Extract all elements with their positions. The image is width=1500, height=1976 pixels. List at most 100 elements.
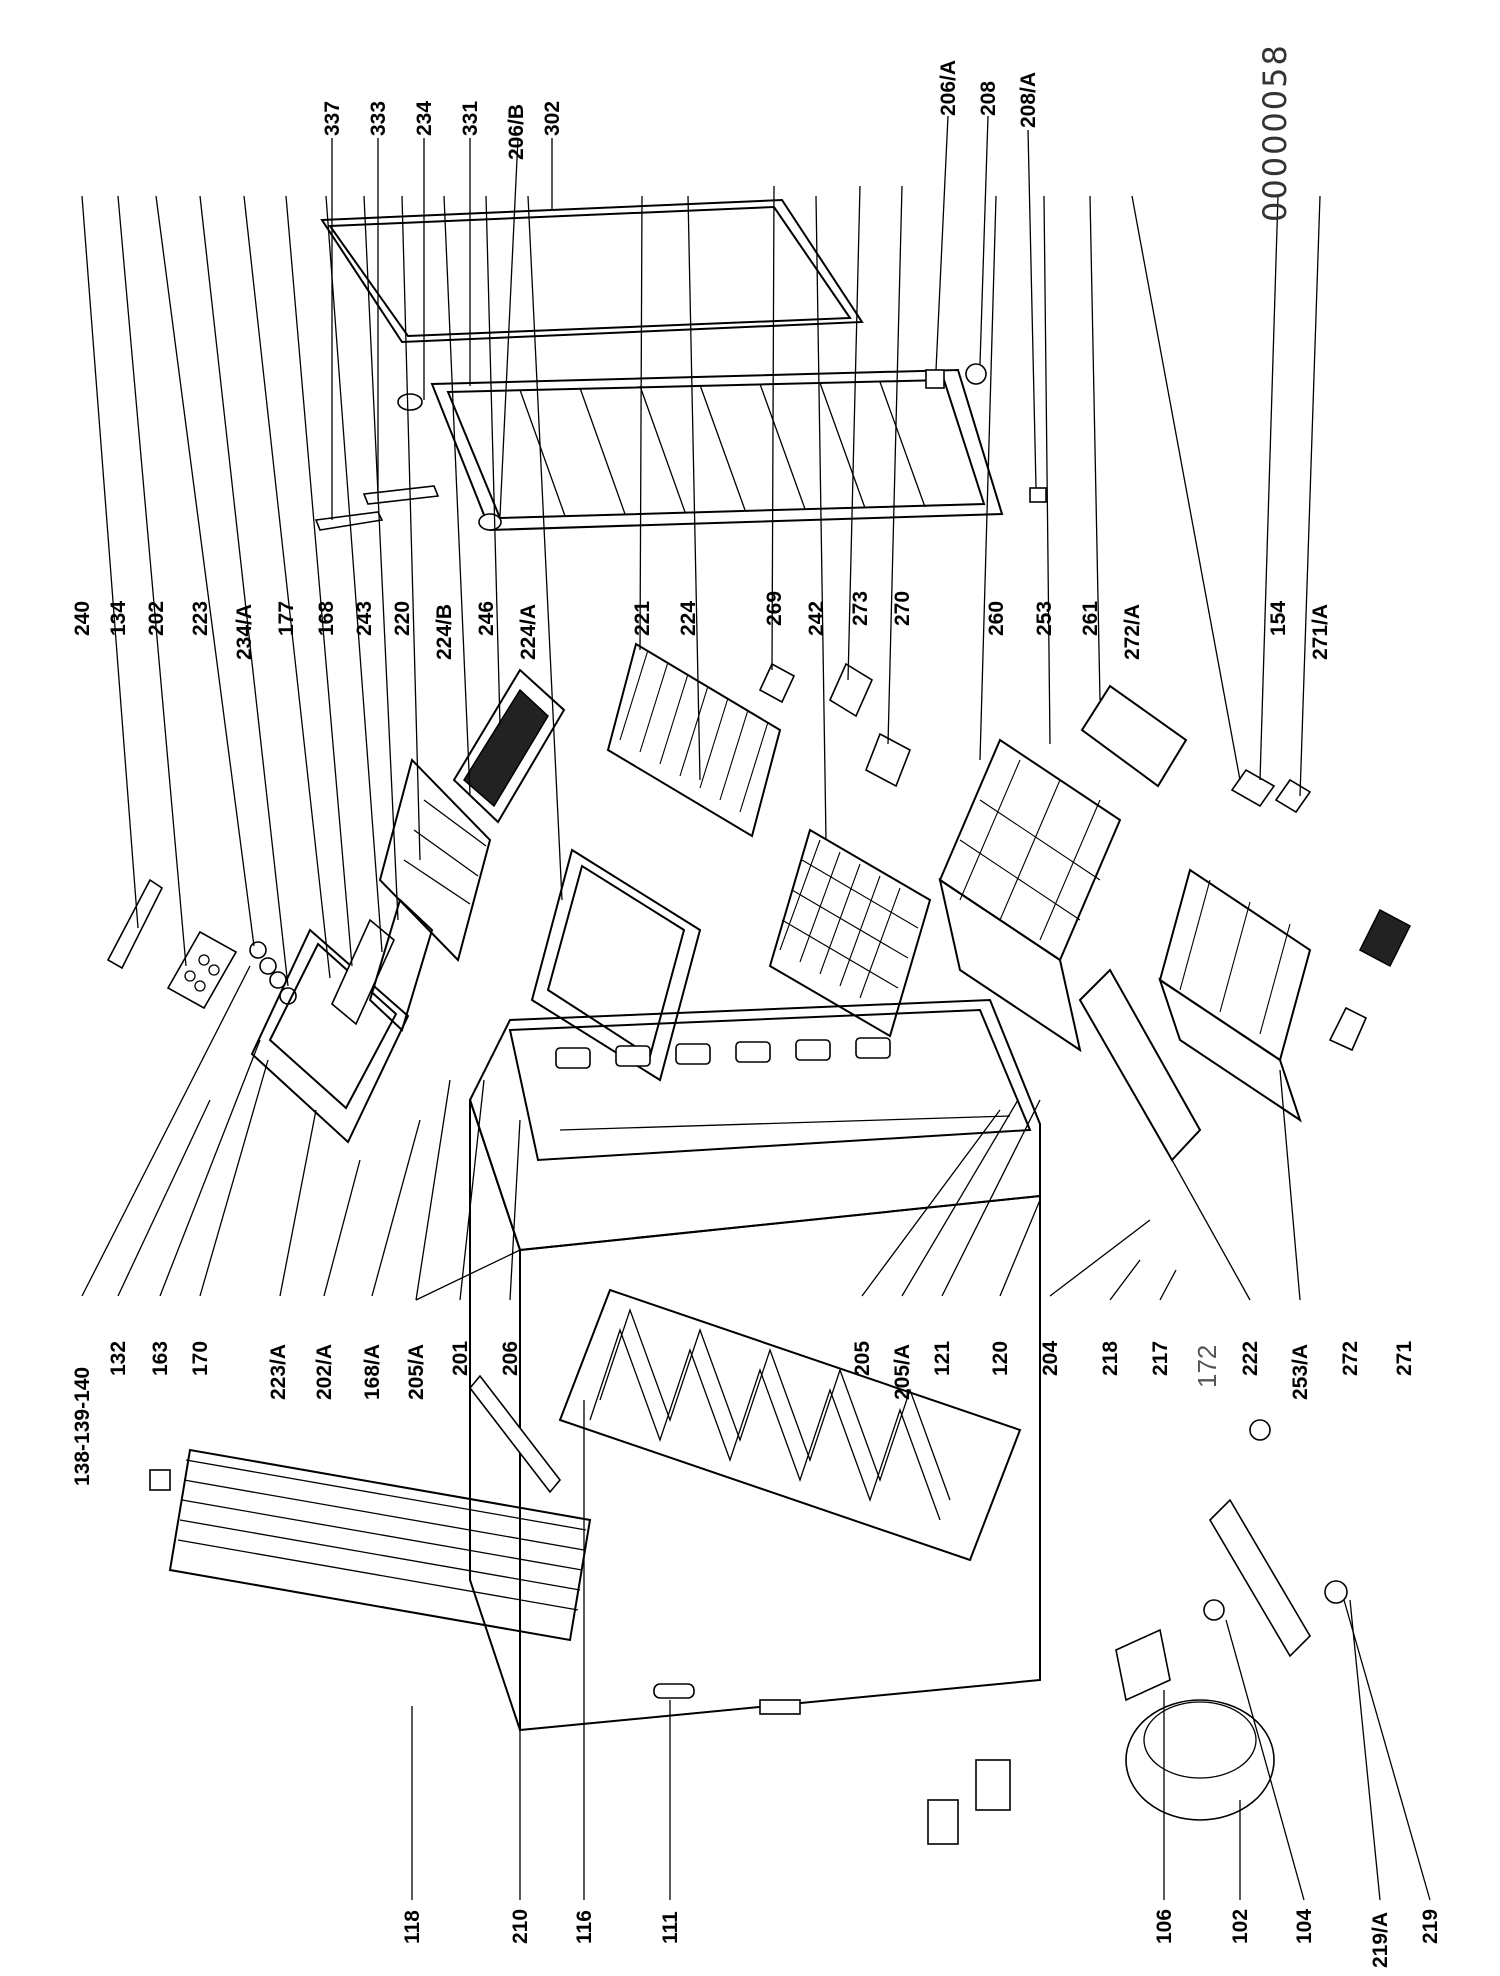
label-205a-left: 205/A	[405, 1343, 428, 1400]
bottom-small-parts	[759, 1699, 1011, 1845]
panel-strip-177	[331, 918, 395, 1026]
condenser-118	[149, 1448, 592, 1642]
label-121: 121	[931, 1340, 954, 1376]
middle-leaders	[81, 965, 1301, 1301]
hinge-208a	[1029, 487, 1047, 503]
label-219a: 219/A	[1369, 1911, 1392, 1968]
label-223: 223	[189, 600, 212, 636]
handle-part-333	[362, 485, 440, 505]
label-202a: 202/A	[313, 1343, 336, 1400]
light-switch-panel-134	[166, 930, 238, 1010]
label-154: 154	[1267, 600, 1290, 636]
label-234: 234	[413, 100, 436, 136]
label-253: 253	[1033, 600, 1056, 636]
cover-261	[1080, 684, 1188, 788]
door-gasket-302	[320, 198, 864, 344]
evaporator-plate-220	[378, 758, 492, 962]
label-217: 217	[1149, 1340, 1172, 1376]
shelf-frame-224b	[530, 848, 702, 1082]
label-272a: 272/A	[1121, 603, 1144, 660]
label-102: 102	[1229, 1908, 1252, 1944]
label-333: 333	[367, 100, 390, 136]
label-243: 243	[353, 600, 376, 636]
label-220: 220	[391, 600, 414, 636]
small-parts-269-273-270	[758, 662, 912, 788]
label-204: 204	[1039, 1340, 1062, 1376]
evaporator-coil-116	[558, 1288, 1022, 1562]
label-331: 331	[459, 100, 482, 136]
label-271: 271	[1393, 1340, 1416, 1376]
rail-210	[468, 1374, 562, 1494]
label-224: 224	[677, 600, 700, 636]
label-111: 111	[659, 1911, 682, 1944]
label-206b: 206/B	[505, 103, 528, 160]
label-208: 208	[977, 80, 1000, 116]
door-panel-331	[430, 368, 1004, 532]
cover-243	[368, 898, 434, 1032]
label-271a: 271/A	[1309, 603, 1332, 660]
label-168a: 168/A	[361, 1343, 384, 1400]
hinge-cap-206b	[478, 513, 502, 531]
label-273: 273	[849, 590, 872, 626]
grille-246	[452, 668, 566, 824]
label-208a: 208/A	[1017, 71, 1040, 128]
drain-tray-222	[1078, 968, 1202, 1162]
hinge-cap-234	[397, 393, 423, 411]
label-260: 260	[985, 600, 1008, 636]
label-106: 106	[1153, 1908, 1176, 1944]
label-223a: 223/A	[267, 1343, 290, 1400]
label-224a: 224/A	[517, 603, 540, 660]
basket-253	[938, 738, 1122, 1053]
label-246: 246	[475, 600, 498, 636]
label-134: 134	[107, 600, 130, 636]
label-210: 210	[509, 1908, 532, 1944]
bottom-leaders	[411, 1400, 1431, 1901]
label-240: 240	[71, 600, 94, 636]
grille-271	[1359, 908, 1411, 968]
relay-106	[1115, 1628, 1171, 1702]
label-272: 272	[1339, 1340, 1362, 1376]
label-218: 218	[1099, 1340, 1122, 1376]
label-224b: 224/B	[433, 603, 456, 660]
drier-111	[653, 1683, 695, 1699]
right-leaders	[639, 185, 1321, 841]
label-120: 120	[989, 1340, 1012, 1376]
shelf-242	[768, 828, 932, 1038]
label-234a: 234/A	[233, 603, 256, 660]
label-302: 302	[541, 100, 564, 136]
label-170: 170	[189, 1340, 212, 1376]
label-221: 221	[631, 600, 654, 636]
label-104: 104	[1293, 1908, 1316, 1944]
label-219: 219	[1419, 1908, 1442, 1944]
shelf-221	[606, 642, 782, 838]
label-337: 337	[321, 100, 344, 136]
label-261: 261	[1079, 600, 1102, 636]
label-205: 205	[851, 1340, 874, 1376]
compressor-102	[1125, 1699, 1275, 1821]
label-202: 202	[145, 600, 168, 636]
label-206a: 206/A	[937, 59, 960, 116]
label-253a: 253/A	[1289, 1343, 1312, 1400]
hinge-208	[965, 363, 987, 385]
label-201: 201	[449, 1340, 472, 1376]
label-168: 168	[315, 600, 338, 636]
label-172: 172	[1192, 1344, 1222, 1388]
label-269: 269	[763, 590, 786, 626]
label-206: 206	[499, 1340, 522, 1376]
label-138-139-140: 138-139-140	[71, 1366, 94, 1486]
label-132: 132	[107, 1340, 130, 1376]
basket-253a	[1158, 868, 1312, 1123]
grommet-219	[1249, 1419, 1348, 1604]
bracket-rail	[1208, 1498, 1312, 1658]
document-number: 00000058	[1256, 43, 1294, 222]
label-118: 118	[401, 1910, 424, 1944]
label-163: 163	[149, 1340, 172, 1376]
label-205a-right: 205/A	[891, 1343, 914, 1400]
door-leaders	[331, 115, 1037, 520]
label-270: 270	[891, 590, 914, 626]
control-leaders	[81, 195, 563, 987]
door-handle-337	[314, 511, 384, 531]
label-177: 177	[275, 600, 298, 636]
